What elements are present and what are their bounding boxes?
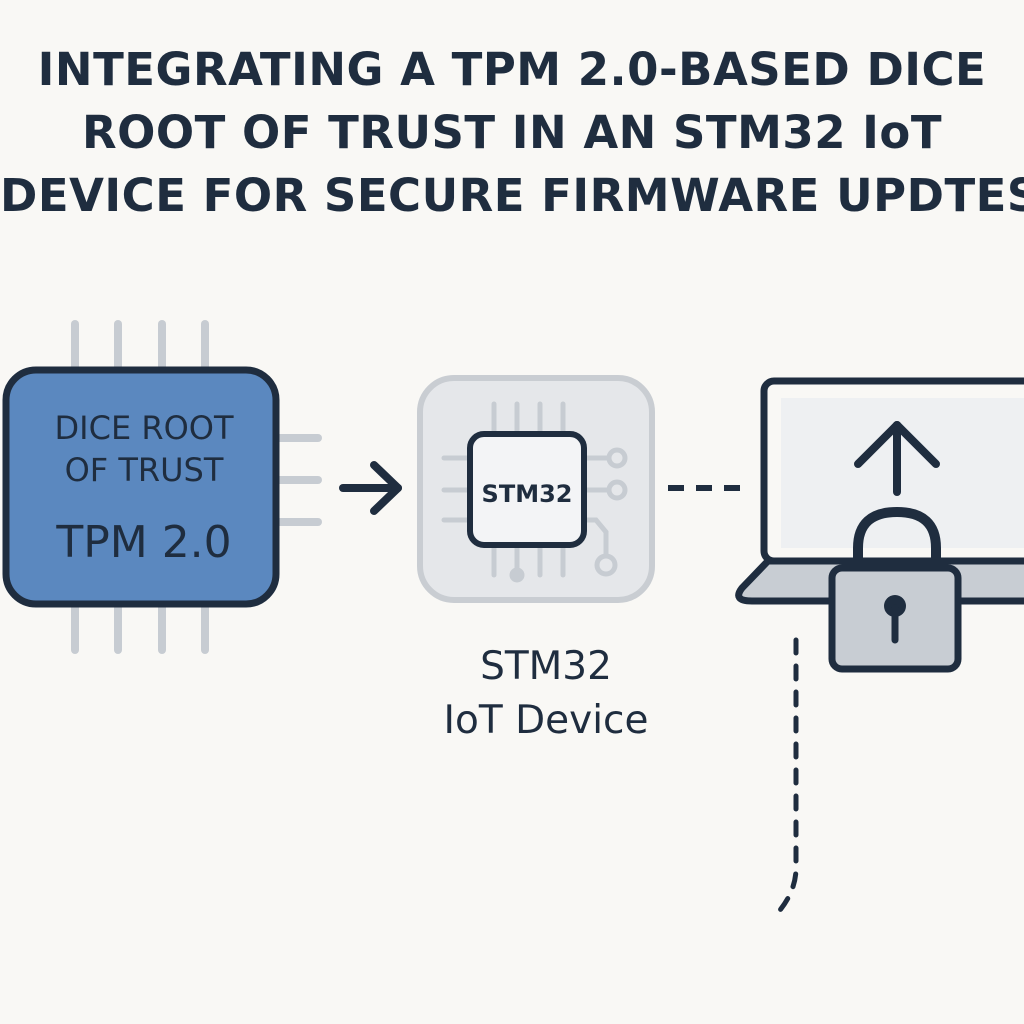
tpm-label-line-1: DICE ROOT [55,409,234,447]
tpm-chip: DICE ROOT OF TRUST TPM 2.0 [2,320,322,654]
stm32-board: STM32 [417,375,655,603]
up-arrow-icon [854,421,940,496]
stm32-chip-label: STM32 [482,480,573,508]
device-caption: STM32 IoT Device [396,640,696,748]
device-caption-line-1: STM32 [480,644,612,689]
dotted-path [772,637,799,919]
stm32-chip [467,431,587,548]
tpm-chip-pins [71,320,322,654]
diagram-title: INTEGRATING A TPM 2.0-BASED DICE ROOT OF… [0,38,1024,227]
tpm-label-main: TPM 2.0 [55,517,231,568]
padlock-icon [828,506,962,673]
title-line-1: INTEGRATING A TPM 2.0-BASED DICE [37,43,987,96]
title-line-2: ROOT OF TRUST IN AN STM32 IoT [81,106,943,159]
tpm-chip-body [2,366,280,608]
device-caption-line-2: IoT Device [443,698,649,743]
stm32-board-traces [441,401,628,583]
tpm-label-line-2: OF TRUST [65,451,224,489]
laptop-screen-inner [781,398,1024,548]
right-arrow-icon [339,461,402,515]
title-line-3: DEVICE FOR SECURE FIRMWARE UPDTES [0,169,1024,222]
padlock-shackle [853,506,941,573]
laptop-icon [735,377,1024,605]
